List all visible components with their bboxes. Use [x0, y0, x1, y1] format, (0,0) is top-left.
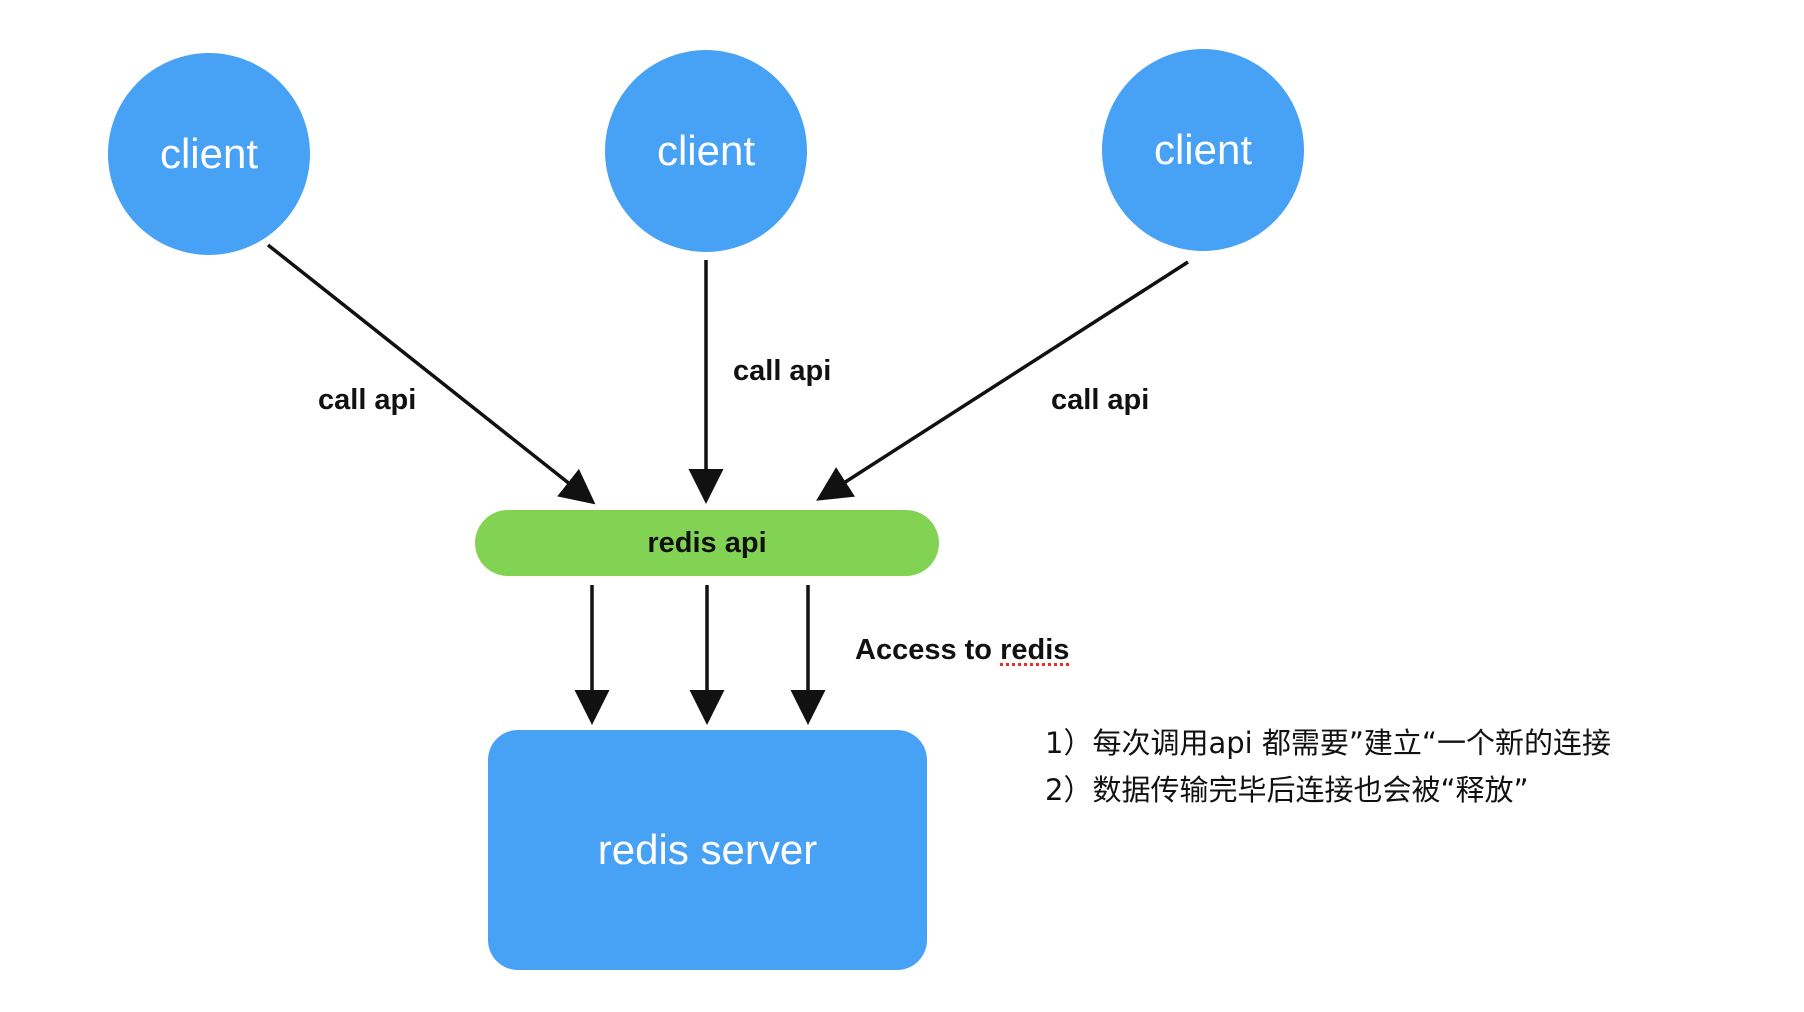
arrow-client-1-to-api: [266, 243, 596, 505]
note-line: 1）每次调用api 都需要”建立“一个新的连接: [1045, 726, 1611, 760]
client-label: client: [656, 127, 756, 174]
redis-server-label: redis server: [597, 826, 818, 873]
client-node: client: [605, 50, 807, 252]
client-label: client: [1153, 126, 1253, 173]
notes-block: 1）每次调用api 都需要”建立“一个新的连接 2）数据传输完毕后连接也会被“释…: [1045, 720, 1611, 814]
redis-api-node: redis api: [475, 510, 939, 576]
access-redis-word: redis: [1000, 634, 1070, 666]
call-api-label: call api: [318, 384, 417, 416]
redis-server-node: redis server: [488, 730, 927, 970]
call-api-label: call api: [733, 355, 832, 387]
redis-api-label: redis api: [647, 526, 767, 559]
note-line: 2）数据传输完毕后连接也会被“释放”: [1045, 773, 1529, 807]
client-node: client: [1102, 49, 1304, 251]
call-api-label: call api: [1051, 384, 1150, 416]
access-prefix-text: Access to: [855, 634, 1001, 666]
access-to-redis-label: Access to redis: [855, 634, 1069, 667]
arrow-client-3-to-api: [816, 260, 1189, 501]
client-label: client: [159, 130, 259, 177]
client-node: client: [108, 53, 310, 255]
